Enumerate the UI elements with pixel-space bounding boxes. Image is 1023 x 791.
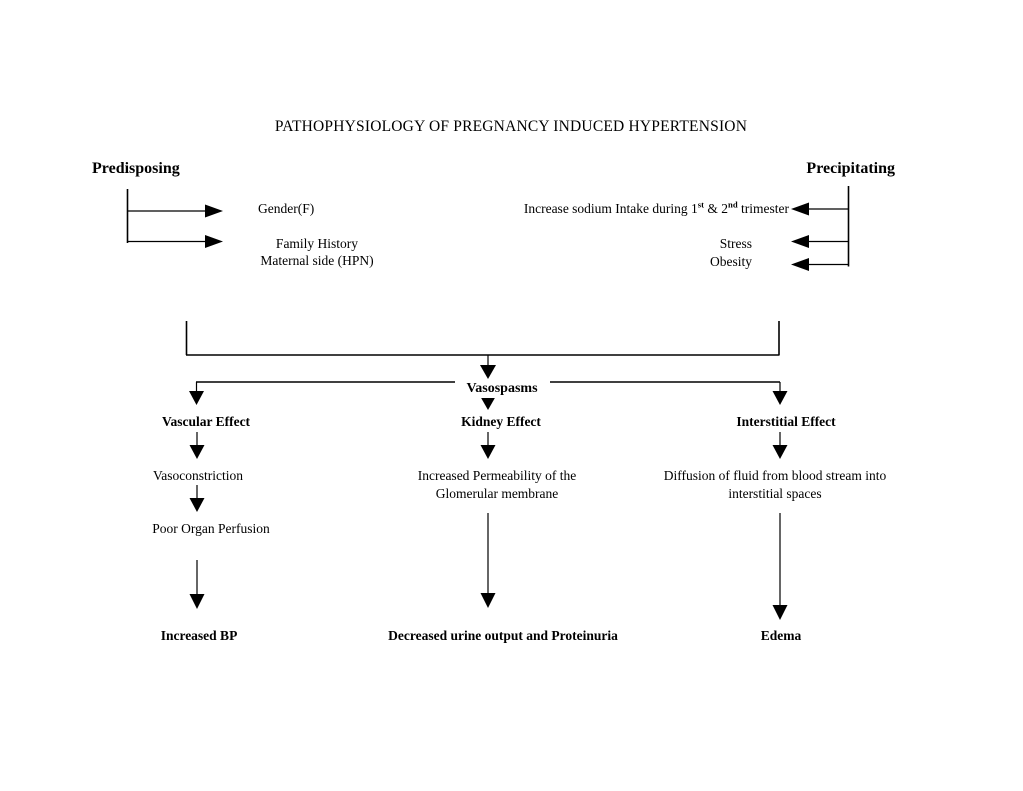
precipitating-factor-stress: Stress [719, 236, 752, 251]
precipitating-arrow-1-head [791, 202, 809, 216]
sodium-intake-sup-first: st [697, 199, 705, 210]
interstitial-step-line2: interstitial spaces [728, 486, 822, 501]
page-title: PATHOPHYSIOLOGY OF PREGNANCY INDUCED HYP… [274, 118, 748, 135]
branch-heading-vascular-effect: Vascular Effect [161, 414, 251, 429]
predisposing-heading: Predisposing [92, 160, 180, 177]
kidney-arrow-2-head [480, 593, 496, 608]
vascular-arrow-1-head [189, 445, 205, 459]
precipitating-arrow-3-head [791, 258, 809, 271]
branch-heading-interstitial-effect: Interstitial Effect [736, 414, 836, 429]
branch-arrow-vascular-head [189, 391, 204, 405]
sodium-intake-suffix: trimester [737, 201, 789, 216]
outcome-decreased-urine-output: Decreased urine output and Proteinuria [388, 628, 618, 643]
vascular-step-poor-organ-perfusion: Poor Organ Perfusion [152, 521, 270, 536]
merge-to-vasospasms-head [480, 365, 496, 379]
branch-heading-kidney-effect: Kidney Effect [461, 414, 541, 429]
kidney-step-line1: Increased Permeability of the [417, 468, 577, 483]
predisposing-arrow-1-head [205, 204, 223, 218]
branch-arrow-kidney-head [480, 396, 496, 410]
predisposing-arrow-2-head [205, 235, 223, 248]
outcome-increased-bp: Increased BP [160, 628, 238, 643]
vascular-arrow-3-head [189, 594, 205, 609]
predisposing-factor-family-history-line2: Maternal side (HPN) [260, 253, 374, 268]
outcome-edema: Edema [760, 628, 802, 643]
vascular-arrow-2-head [189, 498, 205, 512]
branch-arrow-interstitial-head [772, 391, 788, 405]
interstitial-arrow-2-head [772, 605, 788, 620]
kidney-arrow-1-head [480, 445, 496, 459]
predisposing-factor-family-history-line1: Family History [275, 236, 359, 251]
precipitating-heading: Precipitating [806, 160, 895, 177]
precipitating-arrow-2-head [791, 235, 809, 248]
vascular-step-vasoconstriction: Vasoconstriction [153, 468, 243, 483]
central-node-vasospasms: Vasospasms [457, 381, 547, 398]
precipitating-factor-sodium-intake: Increase sodium Intake during 1st & 2nd … [523, 199, 789, 217]
sodium-intake-sup-second: nd [728, 199, 738, 210]
predisposing-factor-gender: Gender(F) [258, 201, 315, 216]
interstitial-step-line1: Diffusion of fluid from blood stream int… [663, 468, 887, 483]
sodium-intake-mid: & 2 [704, 201, 729, 216]
sodium-intake-prefix: Increase sodium Intake during 1 [523, 201, 698, 216]
precipitating-factor-obesity: Obesity [710, 254, 752, 269]
kidney-step-line2: Glomerular membrane [435, 486, 559, 501]
interstitial-arrow-1-head [772, 445, 788, 459]
